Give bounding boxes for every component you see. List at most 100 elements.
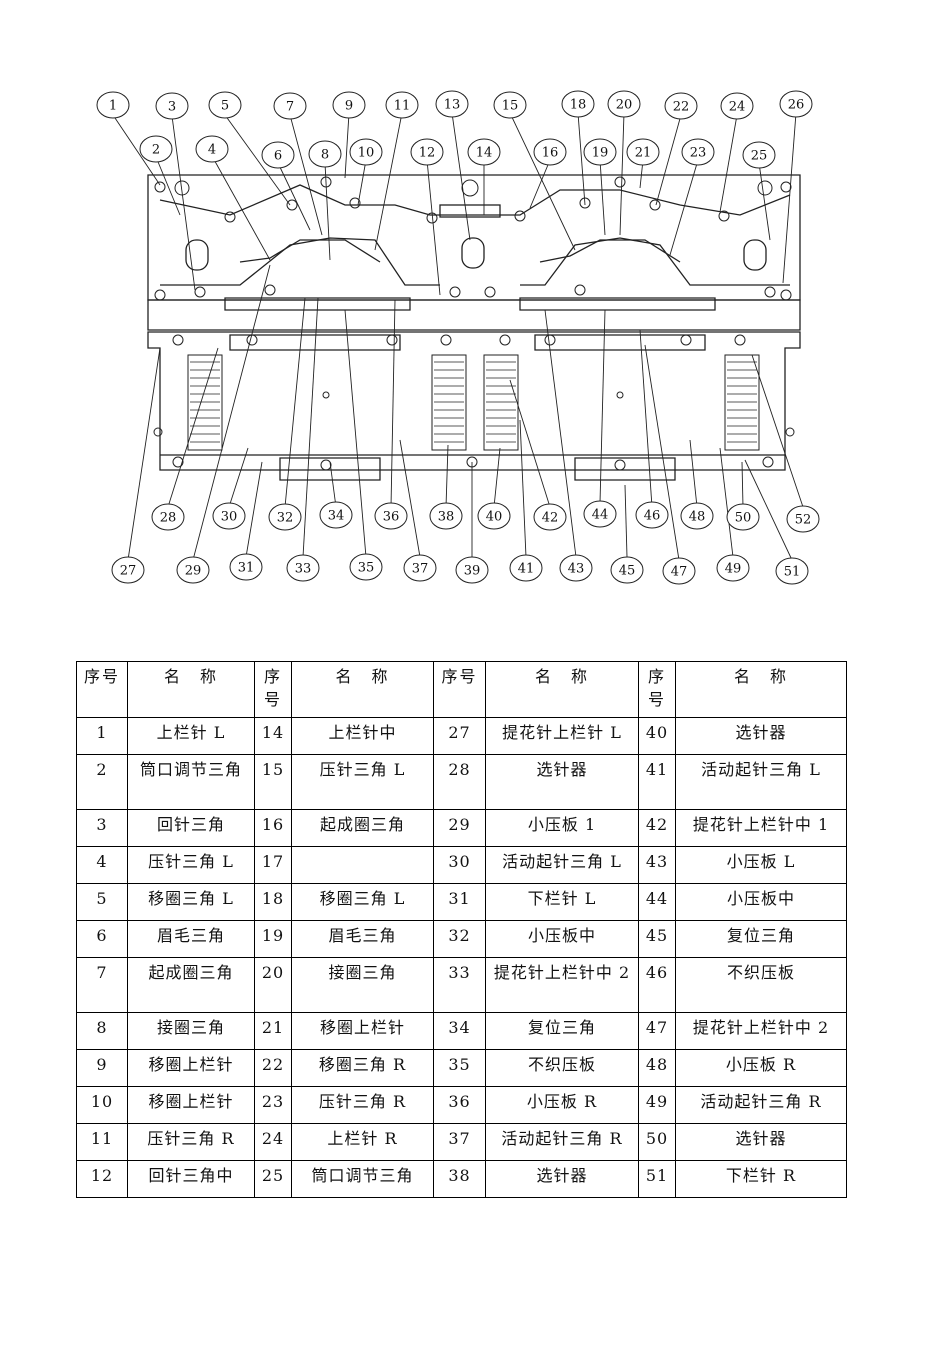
header-name: 名 称 [291,661,434,718]
part-number-cell: 28 [433,754,486,810]
callout-circle [429,502,463,530]
part-name-cell: 活动起针三角 L [485,846,639,884]
callout-circle [607,90,641,118]
callout-number: 15 [502,99,519,114]
callout-circle [155,92,189,120]
part-number-cell: 44 [638,883,676,921]
callout-circle [662,557,696,585]
callout-circle [680,502,714,530]
callout-number: 31 [238,561,255,576]
part-name-cell: 提花针上栏针中 1 [675,809,847,847]
part-name-cell: 活动起针三角 R [485,1123,639,1161]
callout-number: 19 [592,146,609,161]
part-name-cell: 移圈上栏针 [127,1086,255,1124]
part-number-cell: 32 [433,920,486,958]
part-name-cell: 复位三角 [675,920,847,958]
part-name-cell: 移圈上栏针 [127,1049,255,1087]
callout-number: 5 [221,99,229,114]
callout-circle [403,554,437,582]
table-header-row: 序号 名 称 序号 名 称 序号 名 称 序号 名 称 [76,661,847,718]
callout-circle [775,557,809,585]
callout-number: 21 [635,146,652,161]
callout-circle [96,91,130,119]
callout-number: 13 [444,98,461,113]
callout-circle [176,556,210,584]
part-name-cell: 小压板中 [485,920,639,958]
callout-circle [561,90,595,118]
part-number-cell: 17 [254,846,292,884]
callout-circle [435,90,469,118]
callout-circle [332,91,366,119]
callout-circle [374,502,408,530]
callout-number: 14 [476,146,493,161]
part-name-cell: 选针器 [675,1123,847,1161]
part-number-cell: 36 [433,1086,486,1124]
part-number-cell: 11 [76,1123,128,1161]
callout-number: 49 [725,562,742,577]
part-name-cell: 活动起针三角 R [675,1086,847,1124]
part-number-cell: 7 [76,957,128,1013]
callout-number: 18 [570,98,587,113]
leader-lines [112,112,804,561]
part-name-cell: 上栏针 R [291,1123,434,1161]
part-number-cell: 27 [433,717,486,755]
part-name-cell: 眉毛三角 [291,920,434,958]
part-number-cell: 46 [638,957,676,1013]
part-number-cell: 47 [638,1012,676,1050]
callout-circle [268,503,302,531]
part-number-cell: 19 [254,920,292,958]
callout-circle [319,501,353,529]
machine-drawing [112,112,804,561]
part-name-cell: 提花针上栏针中 2 [485,957,639,1013]
callout-number: 3 [168,100,176,115]
cam-assembly-diagram: 1234567891011121314151618192021222324252… [96,90,820,585]
callout-number: 28 [160,511,177,526]
callout-circle [212,502,246,530]
callout-circle [349,138,383,166]
callout-circle [533,503,567,531]
callout-number: 48 [689,510,706,525]
part-number-cell: 48 [638,1049,676,1087]
part-name-cell: 回针三角 [127,809,255,847]
callout-number: 26 [788,98,805,113]
part-name-cell: 小压板 R [675,1049,847,1087]
part-name-cell: 移圈三角 L [127,883,255,921]
callout-circle [139,135,173,163]
callout-number: 42 [542,511,559,526]
part-number-cell: 41 [638,754,676,810]
callout-circle [308,140,342,168]
callout-number: 2 [152,143,160,158]
callout-number: 4 [208,143,216,158]
callout-number: 12 [419,146,436,161]
callout-circle [385,91,419,119]
part-number-cell: 30 [433,846,486,884]
part-name-cell: 接圈三角 [291,957,434,1013]
part-name-cell: 小压板 R [485,1086,639,1124]
header-name: 名 称 [485,661,639,718]
part-number-cell: 23 [254,1086,292,1124]
callout-number: 46 [644,509,661,524]
callout-circle [779,90,813,118]
part-number-cell: 34 [433,1012,486,1050]
part-number-cell: 40 [638,717,676,755]
callout-number: 16 [542,146,559,161]
part-name-cell: 起成圈三角 [127,957,255,1013]
part-number-cell: 9 [76,1049,128,1087]
callout-number: 30 [221,510,238,525]
part-name-cell: 移圈上栏针 [291,1012,434,1050]
callout-number: 23 [690,146,707,161]
part-name-cell: 活动起针三角 L [675,754,847,810]
callout-number: 33 [295,562,312,577]
callout-number: 47 [671,565,688,580]
header-number: 序号 [76,661,128,718]
callout-circle [786,505,820,533]
header-number: 序号 [433,661,486,718]
callout-number: 22 [673,100,690,115]
part-name-cell: 提花针上栏针中 2 [675,1012,847,1050]
header-name: 名 称 [675,661,847,718]
